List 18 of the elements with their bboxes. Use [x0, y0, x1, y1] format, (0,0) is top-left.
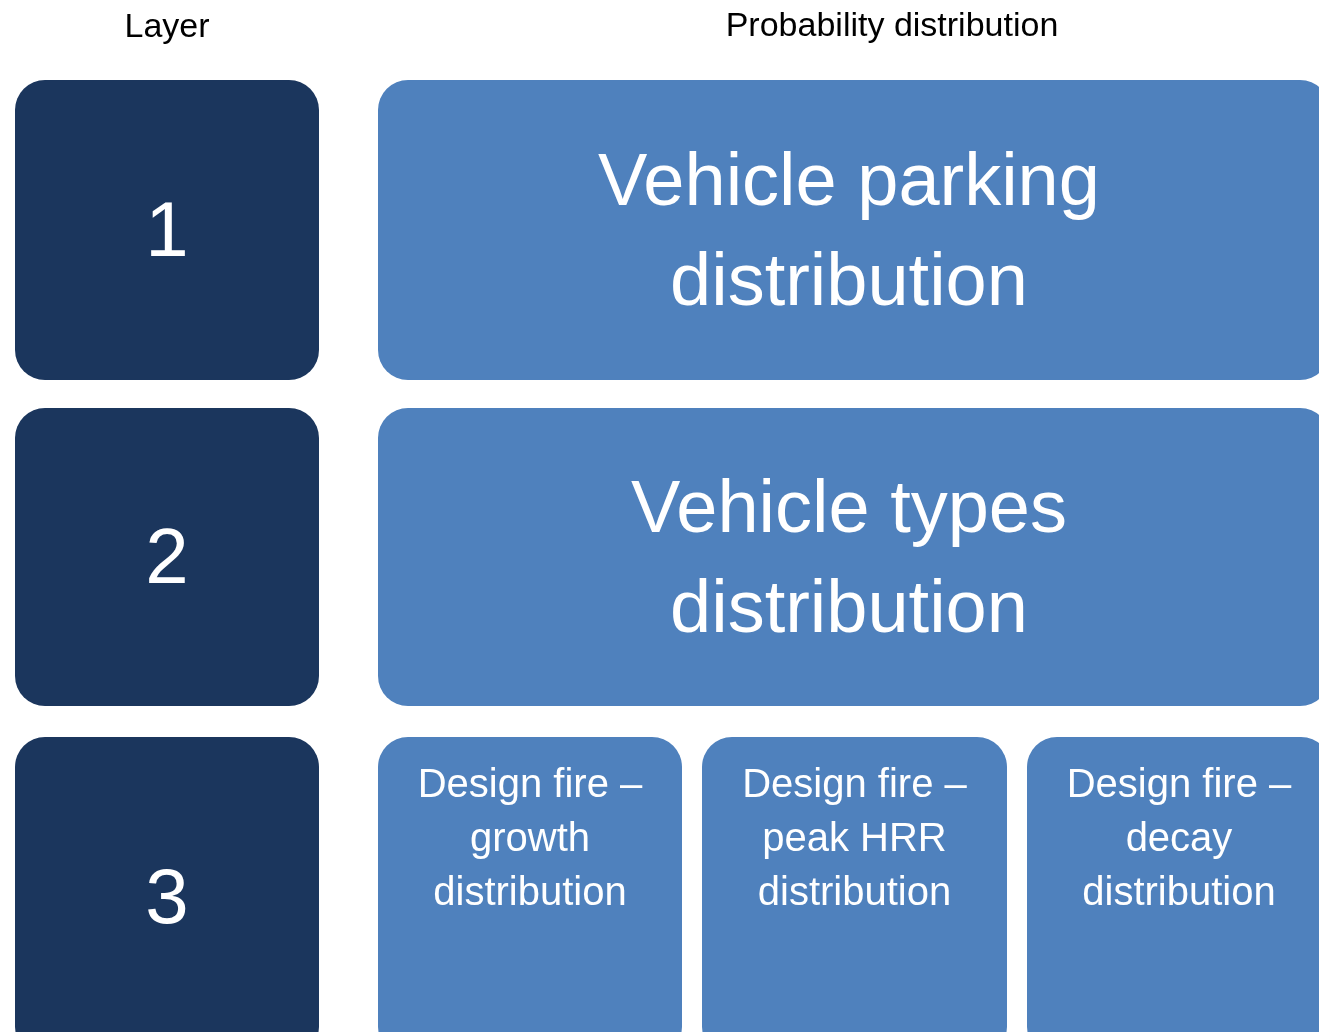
layer-number: 3 [145, 851, 189, 943]
distribution-box [378, 408, 1319, 706]
distribution-box [378, 737, 682, 1032]
distribution-box [378, 80, 1319, 380]
distribution-label: Vehicle parking distribution [597, 137, 1101, 323]
layer-number-box [15, 80, 319, 380]
distribution-label: Design fire – peak HRR distribution [741, 760, 968, 915]
layer-number-box [15, 408, 319, 706]
distribution-label: Design fire – growth distribution [416, 760, 644, 915]
distribution-box [702, 737, 1007, 1032]
layer-number: 2 [145, 511, 189, 603]
layer-number: 1 [145, 184, 189, 276]
layer-number-box [15, 737, 319, 1032]
column-header: Layer [124, 6, 210, 45]
distribution-label: Vehicle types distribution [629, 464, 1069, 650]
distribution-label: Design fire – decay distribution [1065, 760, 1293, 915]
distribution-box [1027, 737, 1319, 1032]
column-header: Probability distribution [725, 5, 1059, 44]
